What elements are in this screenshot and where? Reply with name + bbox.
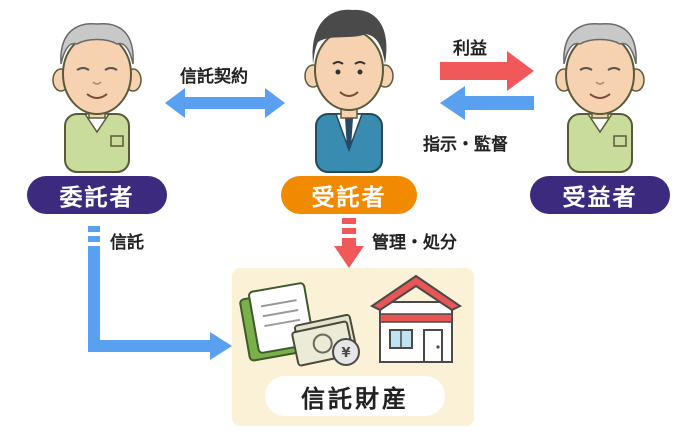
svg-text:¥: ¥ <box>341 346 350 361</box>
contract-label: 信託契約 <box>180 67 248 87</box>
contract-double-arrow <box>165 88 285 118</box>
trustee-badge: 受託者 <box>281 176 417 214</box>
trustee-figure <box>304 9 394 173</box>
trust-label: 信託 <box>110 233 144 253</box>
benefit-label: 利益 <box>453 39 487 59</box>
management-label: 管理・処分 <box>372 233 457 253</box>
businessman-icon <box>304 9 394 173</box>
house-icon <box>370 274 462 363</box>
settlor-figure <box>52 22 142 173</box>
settlor-badge: 委託者 <box>27 176 167 214</box>
management-arrow <box>334 218 364 268</box>
elderly-man-icon <box>555 22 645 173</box>
instruction-arrow <box>440 86 534 120</box>
coin-icon: ¥ <box>332 338 360 366</box>
trust-transfer-arrow <box>88 226 232 360</box>
benefit-arrow <box>440 51 534 91</box>
elderly-man-icon <box>52 22 142 173</box>
beneficiary-badge: 受益者 <box>530 176 670 214</box>
beneficiary-figure <box>555 22 645 173</box>
instruction-label: 指示・監督 <box>423 135 508 155</box>
trust-asset-label: 信託財産 <box>265 376 445 416</box>
